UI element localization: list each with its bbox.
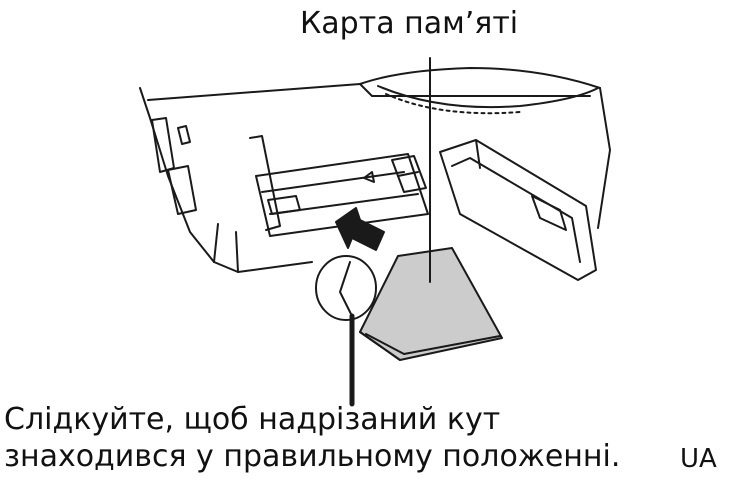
card-slot-cover xyxy=(439,139,597,281)
orientation-caption: Слідкуйте, щоб надрізаний кут знаходився… xyxy=(4,401,620,475)
caption-line-1: Слідкуйте, щоб надрізаний кут xyxy=(4,402,501,437)
camera-grip-panels xyxy=(151,117,197,215)
notched-corner-highlight xyxy=(315,255,377,407)
memory-card xyxy=(359,247,503,361)
card-slot xyxy=(255,153,429,237)
language-code-label: UA xyxy=(680,444,717,474)
camera-dial xyxy=(377,85,599,115)
memory-card-label: Карта пам’яті xyxy=(300,6,519,41)
insert-direction-arrow-icon xyxy=(335,207,385,251)
caption-line-2: знаходився у правильному положенні. xyxy=(4,439,621,474)
camera-body xyxy=(139,67,611,273)
